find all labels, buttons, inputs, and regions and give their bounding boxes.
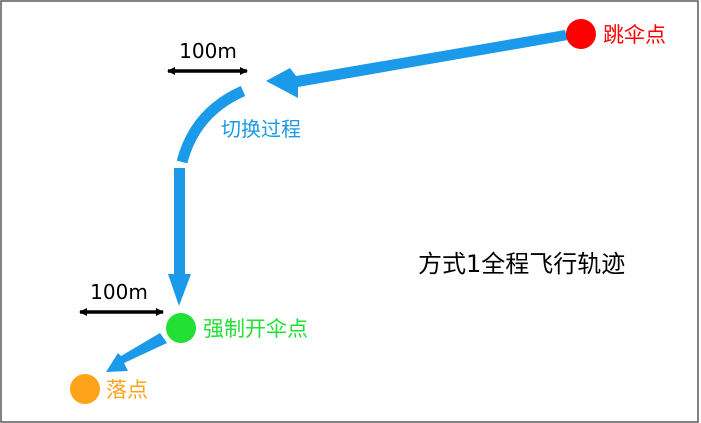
jump-point-marker <box>566 19 596 49</box>
landing-point-label: 落点 <box>106 378 148 402</box>
track-segment-vertical <box>168 168 191 306</box>
transition-label: 切换过程 <box>221 117 301 141</box>
distance-label-top: 100m <box>179 39 237 63</box>
forced-open-point-label: 强制开伞点 <box>203 317 308 341</box>
landing-point-marker <box>70 374 100 404</box>
jump-point-label: 跳伞点 <box>603 23 666 47</box>
distance-label-bottom: 100m <box>90 280 148 304</box>
forced-open-point-marker <box>166 313 196 343</box>
track-segment-jump <box>266 30 568 98</box>
track-segment-landing <box>106 333 167 372</box>
track-transition-curve <box>176 85 246 164</box>
diagram-title: 方式1全程飞行轨迹 <box>418 250 625 278</box>
